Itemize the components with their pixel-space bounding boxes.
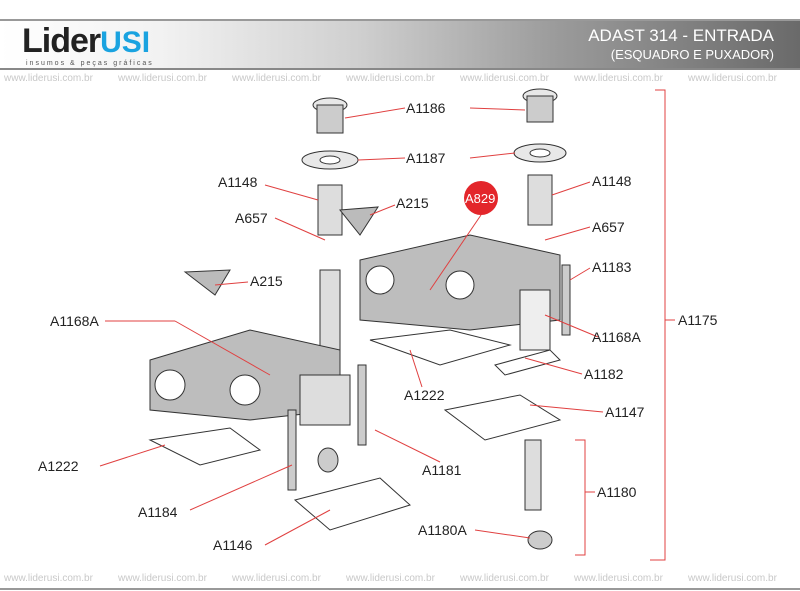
highlight-badge-a829[interactable] bbox=[464, 181, 498, 215]
logo-main: Lider bbox=[22, 22, 101, 60]
watermark-text: www.liderusi.com.br bbox=[460, 573, 549, 584]
part-labels: A1186 A1187 A1148 A1148 A215 A829 A657 A… bbox=[38, 100, 718, 553]
watermark-text: www.liderusi.com.br bbox=[688, 73, 777, 84]
logo: LiderUSI insumos & peças gráficas bbox=[22, 22, 152, 67]
bracket-hole bbox=[365, 265, 395, 295]
header-bar: LiderUSI insumos & peças gráficas ADAST … bbox=[0, 19, 800, 70]
label-a1146[interactable]: A1146 bbox=[213, 537, 253, 553]
part-roller-left bbox=[317, 447, 339, 473]
label-a657-left[interactable]: A657 bbox=[235, 210, 268, 226]
watermark-text: www.liderusi.com.br bbox=[118, 73, 207, 84]
part-a1182-plate bbox=[494, 349, 561, 376]
part-a1180a-roller bbox=[527, 530, 553, 550]
grouping-braces bbox=[575, 89, 675, 561]
footer-divider bbox=[0, 588, 800, 590]
leader-lines bbox=[99, 107, 604, 546]
label-a1180[interactable]: A1180 bbox=[597, 484, 637, 500]
label-a1175[interactable]: A1175 bbox=[678, 312, 718, 328]
part-a1183-bar bbox=[561, 264, 571, 336]
logo-accent: USI bbox=[100, 26, 151, 59]
label-a1187[interactable]: A1187 bbox=[406, 150, 446, 166]
label-a1222-center[interactable]: A1222 bbox=[404, 387, 445, 403]
part-a215-top bbox=[339, 206, 379, 236]
part-a215-left bbox=[183, 269, 231, 296]
logo-tagline: insumos & peças gráficas bbox=[26, 60, 154, 67]
part-a1186-right-body bbox=[526, 95, 554, 123]
watermark-text: www.liderusi.com.br bbox=[688, 573, 777, 584]
label-a1186[interactable]: A1186 bbox=[406, 100, 446, 116]
page-subtitle: (ESQUADRO E PUXADOR) bbox=[610, 47, 774, 62]
bracket-hole bbox=[445, 270, 475, 300]
part-a1180-shaft bbox=[524, 439, 542, 511]
washer-hole bbox=[529, 148, 551, 158]
label-a1222-left[interactable]: A1222 bbox=[38, 458, 79, 474]
label-a829[interactable]: A829 bbox=[465, 191, 495, 206]
label-a1148-left[interactable]: A1148 bbox=[218, 174, 258, 190]
watermark-text: www.liderusi.com.br bbox=[460, 73, 549, 84]
part-a1184-bar bbox=[287, 409, 297, 491]
label-a1147[interactable]: A1147 bbox=[605, 404, 645, 420]
label-a1183[interactable]: A1183 bbox=[592, 259, 632, 275]
label-a215-top[interactable]: A215 bbox=[396, 195, 429, 211]
watermark-text: www.liderusi.com.br bbox=[574, 573, 663, 584]
label-a1182[interactable]: A1182 bbox=[584, 366, 624, 382]
label-a1148-right[interactable]: A1148 bbox=[592, 173, 632, 189]
page-title: ADAST 314 - ENTRADA bbox=[588, 26, 774, 45]
watermark-text: www.liderusi.com.br bbox=[118, 573, 207, 584]
label-a215-left[interactable]: A215 bbox=[250, 273, 283, 289]
part-a1146-plate bbox=[293, 477, 411, 531]
bracket-hole bbox=[154, 369, 186, 401]
part-a1168a-right-plate bbox=[519, 289, 551, 351]
label-a1181[interactable]: A1181 bbox=[422, 462, 462, 478]
title-block: ADAST 314 - ENTRADA (ESQUADRO E PUXADOR) bbox=[588, 26, 774, 63]
part-a1222-left-plate bbox=[148, 427, 262, 466]
part-a1186-left-body bbox=[316, 104, 344, 134]
label-a1168a-left[interactable]: A1168A bbox=[50, 313, 99, 329]
watermark-text: www.liderusi.com.br bbox=[232, 73, 321, 84]
watermark-text: www.liderusi.com.br bbox=[4, 73, 93, 84]
part-a1148-right-spring bbox=[527, 174, 553, 226]
watermark-text: www.liderusi.com.br bbox=[574, 73, 663, 84]
bracket-hole bbox=[229, 374, 261, 406]
part-a1148-left-spring bbox=[317, 184, 343, 236]
label-a657-right[interactable]: A657 bbox=[592, 219, 625, 235]
part-spring-assembly bbox=[299, 374, 351, 426]
part-a1222-center-plate bbox=[369, 329, 512, 366]
label-a1184[interactable]: A1184 bbox=[138, 504, 178, 520]
watermark-text: www.liderusi.com.br bbox=[346, 573, 435, 584]
label-a1168a-right[interactable]: A1168A bbox=[592, 329, 641, 345]
part-a1181-bar bbox=[357, 364, 367, 446]
watermark-text: www.liderusi.com.br bbox=[4, 573, 93, 584]
label-a1180a[interactable]: A1180A bbox=[418, 522, 467, 538]
watermark-text: www.liderusi.com.br bbox=[346, 73, 435, 84]
watermark-text: www.liderusi.com.br bbox=[232, 573, 321, 584]
part-a1147-plate bbox=[443, 394, 562, 441]
washer-hole bbox=[319, 155, 341, 165]
